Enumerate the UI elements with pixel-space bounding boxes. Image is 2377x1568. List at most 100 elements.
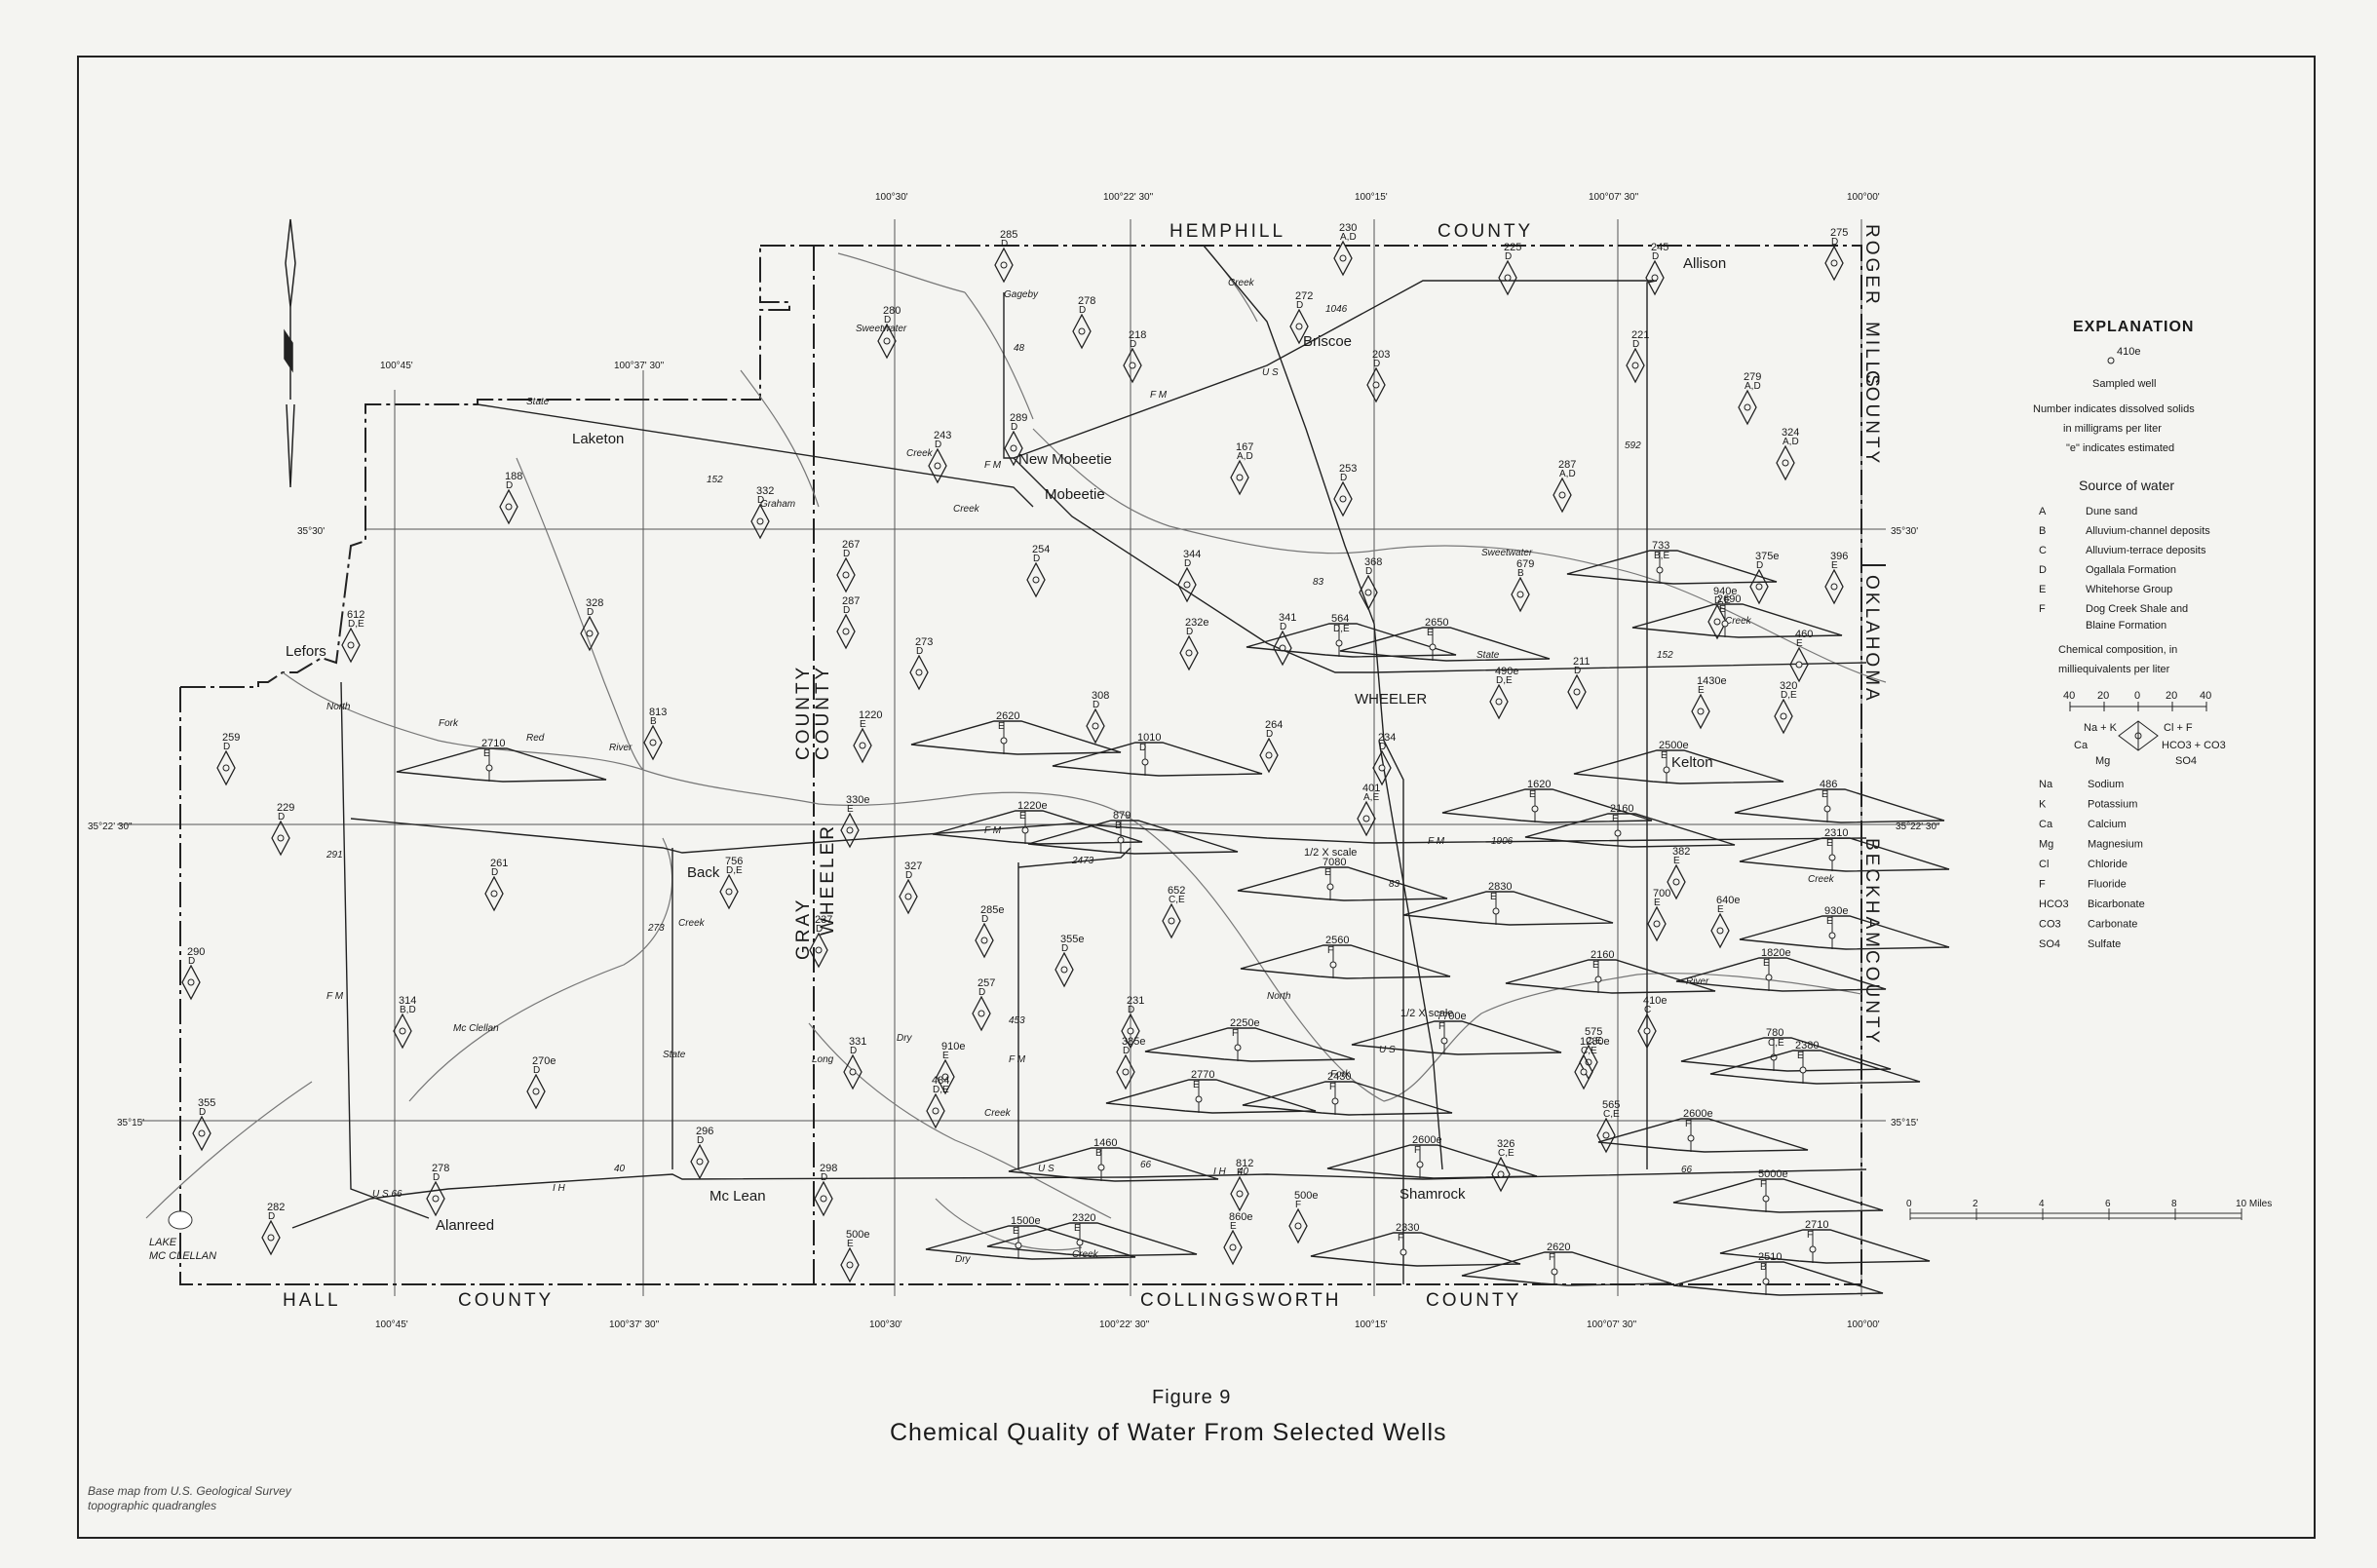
streams (145, 245, 1887, 1251)
well-source: D (843, 549, 850, 559)
well-center (941, 1073, 949, 1081)
well-solids: 232e (1185, 617, 1208, 629)
well-source: E (1821, 789, 1828, 800)
coord-label: 100°45' (375, 1319, 408, 1330)
well-source: E (1193, 1080, 1200, 1090)
road-label: State (526, 397, 550, 407)
source-label: Blaine Formation (2086, 620, 2166, 631)
road-label: 40 (1238, 1166, 1249, 1177)
well-center (1010, 444, 1017, 452)
stream-label: Creek (1072, 1249, 1099, 1260)
well-source: D (1266, 729, 1273, 740)
well-source: D (587, 607, 594, 618)
well-source: D (1130, 339, 1136, 350)
sampled-well-symbol (2107, 357, 2115, 364)
well-center (904, 893, 912, 900)
well-source: D (1373, 359, 1380, 369)
stream-label: Graham (760, 499, 795, 510)
well-diamond (1645, 259, 1665, 296)
stream-label: River (1686, 976, 1709, 987)
well-solids: 2770 (1191, 1069, 1214, 1081)
stream-label: Creek (678, 918, 706, 929)
ion-code: Mg (2039, 839, 2053, 851)
well-solids: 278 (1078, 295, 1095, 307)
well-stiff-diagram (1240, 944, 1451, 979)
county-label: HALL (283, 1290, 341, 1311)
well-center (1721, 620, 1729, 628)
stream-labels: Gageby Creek Sweetwater Creek Graham Cre… (326, 278, 1835, 1265)
well-center (1399, 1248, 1407, 1256)
ion-code: HCO3 (2039, 899, 2069, 910)
well-center (934, 462, 941, 470)
well-source: D (821, 1172, 827, 1183)
well-stiff-diagram (1672, 1178, 1884, 1213)
ion-label: Sodium (2088, 779, 2124, 790)
coord-label: 100°37' 30" (614, 361, 665, 371)
well-source: D (757, 495, 764, 506)
well-source: D (1184, 558, 1191, 569)
well-source: A,D (1237, 451, 1253, 462)
well-center (1129, 362, 1136, 369)
well-source: D (533, 1065, 540, 1076)
road-label: F M (984, 460, 1002, 471)
well-diamond (1177, 566, 1197, 603)
miles-scale (1909, 1208, 2243, 1220)
well-source: C (1644, 1005, 1651, 1015)
road-labels: State 152 F M 1046 U S 592 48 F M 83 Sta… (326, 304, 1693, 1200)
well-stiff-diagram (1326, 1144, 1538, 1179)
well-solids: 287 (842, 595, 860, 607)
town-label: Shamrock (1399, 1186, 1466, 1203)
well-center (1614, 829, 1622, 837)
ion-label: Carbonate (2088, 919, 2137, 931)
town-label: Allison (1683, 255, 1726, 272)
chem-title: Chemical composition, in (2058, 644, 2177, 656)
well-solids: 231 (1127, 995, 1144, 1007)
town-label: LAKE (149, 1237, 177, 1248)
source-code: E (2039, 584, 2046, 595)
well-source: E (860, 719, 866, 730)
well-source: D (199, 1107, 206, 1118)
well-stiff-diagram (1339, 627, 1551, 662)
well-center (1765, 974, 1773, 981)
well-solids: 285 (1000, 229, 1017, 241)
well-source: D (1186, 627, 1193, 637)
well-stiff-diagram (986, 1222, 1198, 1257)
well-center (1265, 751, 1273, 759)
chem-tick: 20 (2166, 690, 2177, 702)
well-solids: 290 (187, 946, 205, 958)
road-label: 1906 (1491, 836, 1514, 847)
well-source: D (935, 440, 941, 450)
well-source: E (1427, 628, 1434, 638)
well-center (1594, 975, 1602, 983)
well-source: E (1763, 958, 1770, 969)
well-solids: 273 (915, 636, 933, 648)
well-source: D,E (1781, 690, 1797, 701)
well-center (532, 1088, 540, 1095)
well-solids: 930e (1824, 905, 1848, 917)
well-stiff-diagram (396, 747, 607, 783)
well-diamond (526, 1073, 546, 1110)
well-solids: 813 (649, 707, 667, 718)
well-center (1378, 764, 1386, 772)
well-source: E (1230, 1221, 1237, 1232)
well-center (980, 937, 988, 944)
well-center (1830, 583, 1838, 591)
well-diamond (1179, 634, 1199, 671)
well-solids: 245 (1651, 242, 1668, 253)
town-labels: Allison Briscoe New Mobeetie Mobeetie La… (149, 255, 1726, 1262)
well-source: D (1011, 422, 1017, 433)
scale-notes: 1/2 X scale 1/2 X scale (1304, 847, 1453, 1019)
well-stiff-diagram (1566, 550, 1778, 585)
well-solids: 2330 (1396, 1222, 1419, 1234)
well-center (1021, 826, 1029, 834)
